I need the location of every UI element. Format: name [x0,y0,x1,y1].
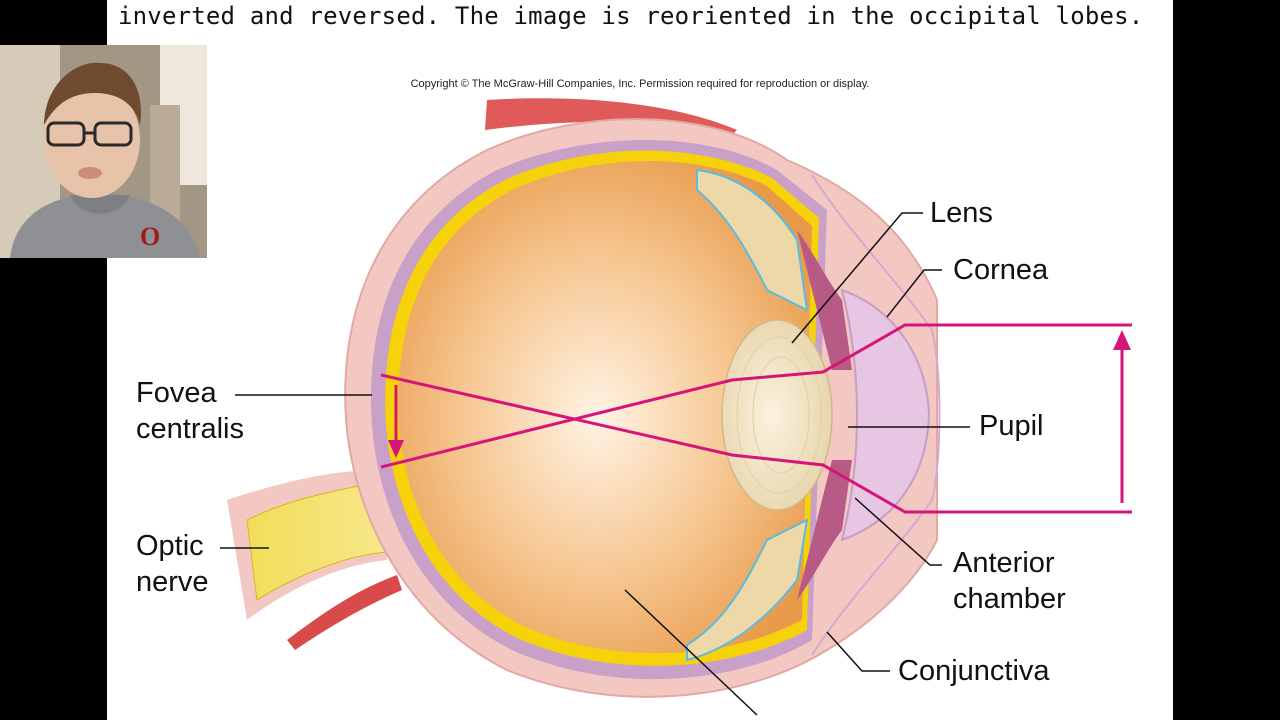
copyright-notice: Copyright © The McGraw-Hill Companies, I… [410,78,870,90]
lens-shape [721,319,833,511]
label-optic-line1: Optic [136,530,204,562]
slide: inverted and reversed. The image is reor… [107,0,1173,720]
vitreous-chamber [398,160,812,654]
svg-text:O: O [140,222,160,251]
iris-top [797,230,852,370]
retina-arrow-head [388,440,404,458]
label-anterior-line1: Anterior [953,547,1055,579]
label-anterior-line2: chamber [953,583,1066,615]
ciliary-body-top [696,168,809,312]
light-rays [380,323,1132,514]
label-cornea: Cornea [953,254,1049,286]
person-webcam-icon: O [0,45,207,258]
label-anterior-chamber: Anterior chamber [953,545,1066,617]
label-pupil: Pupil [979,410,1044,442]
leader-lines [220,212,970,716]
ciliary-body-bottom [686,518,809,662]
label-optic-line2: nerve [136,566,209,598]
iris-bottom [797,460,852,600]
label-conjunctiva: Conjunctiva [898,655,1050,687]
inferior-muscle [287,575,402,650]
label-lens: Lens [930,197,993,229]
label-optic-nerve: Optic nerve [136,528,209,600]
label-fovea-centralis: Fovea centralis [136,375,244,447]
slide-caption: inverted and reversed. The image is reor… [118,2,1144,30]
cornea-shape [840,288,931,542]
eye-diagram [220,98,1132,716]
webcam-overlay: O [0,45,207,258]
label-fovea-line1: Fovea [136,377,217,409]
label-fovea-line2: centralis [136,413,244,445]
image-arrow-head [1113,330,1131,350]
conjunctiva-shape [811,174,941,656]
